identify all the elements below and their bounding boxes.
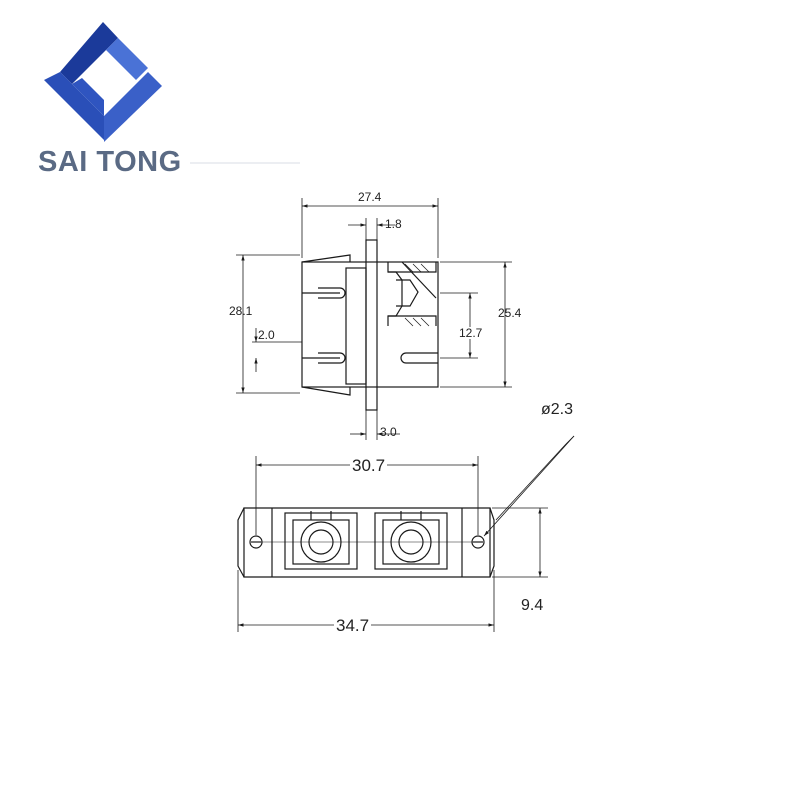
front-view — [237, 435, 575, 632]
front-left-end — [237, 507, 245, 578]
side-inner-block — [345, 267, 367, 385]
saitong-chevron-logo-icon — [44, 22, 162, 142]
dim-label-center-offset: 12.7 — [459, 326, 483, 340]
dim-label-pin-offset: 2.0 — [258, 328, 275, 342]
dim-label-flange-gap: 3.0 — [380, 425, 397, 439]
brand-logo — [44, 22, 300, 164]
side-latch-section — [387, 261, 437, 327]
side-view — [236, 198, 512, 440]
front-right-end — [489, 507, 495, 578]
dim-label-hole-diameter: ø2.3 — [541, 401, 574, 418]
side-top-tab — [301, 254, 351, 263]
side-body-outline — [301, 261, 439, 388]
brand-name: SAI TONG — [38, 146, 182, 178]
dim-label-height: 9.4 — [521, 597, 544, 614]
front-port-left — [284, 512, 358, 570]
side-flange — [365, 239, 378, 411]
dim-label-height-left: 28.1 — [229, 304, 253, 318]
dim-label-overall-length: 34.7 — [334, 616, 372, 635]
dim-label-width-overall: 27.4 — [358, 190, 382, 204]
front-port-right — [374, 512, 448, 570]
dim-label-height-right: 25.4 — [498, 306, 522, 320]
front-body-outline — [243, 507, 491, 578]
dim-label-flange-thickness: 1.8 — [385, 217, 402, 231]
leader-hole-diameter — [483, 435, 575, 537]
dim-label-hole-spacing: 30.7 — [350, 456, 388, 475]
side-bottom-tab — [301, 386, 351, 396]
